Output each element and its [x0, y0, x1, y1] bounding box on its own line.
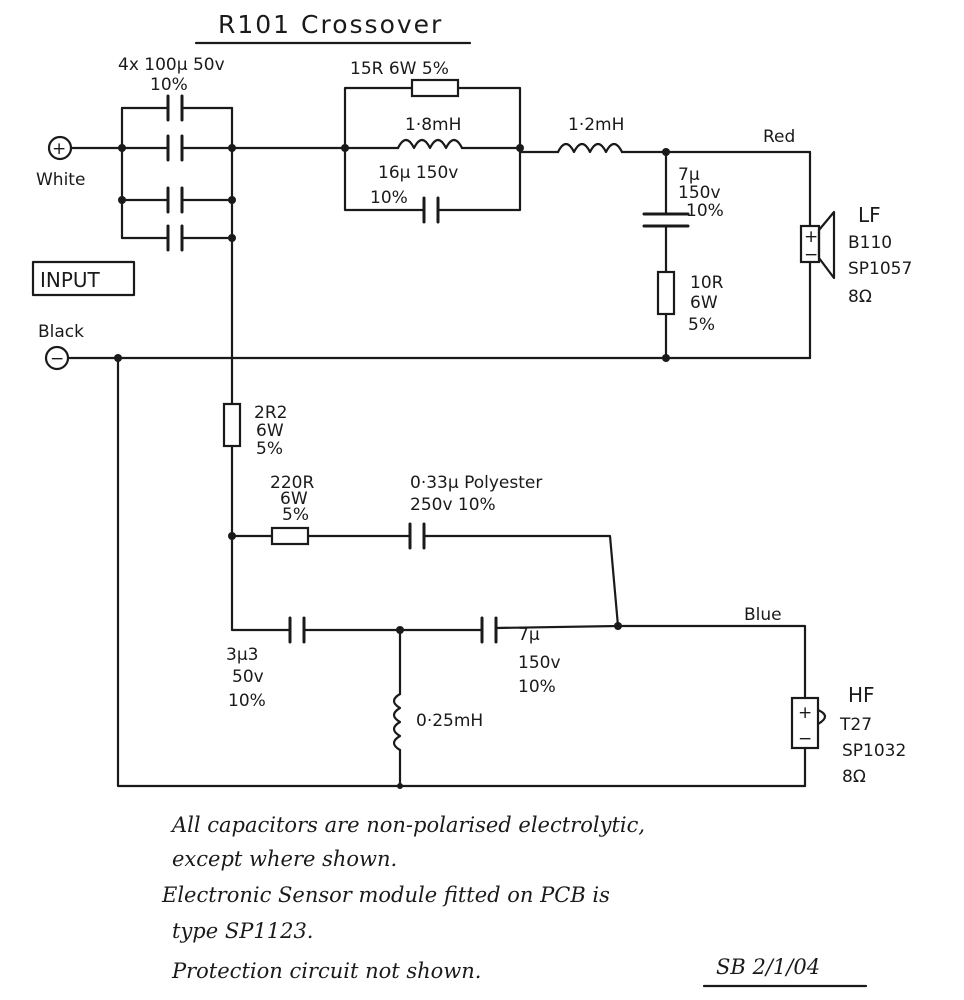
input-caps-label-2: 10% — [150, 75, 188, 95]
resistor-10r-label-2: 6W — [690, 293, 718, 313]
blue-wire-label: Blue — [744, 605, 782, 625]
lf-driver-label-3: SP1057 — [848, 259, 912, 279]
hf-tweeter-icon: + − — [790, 696, 827, 788]
red-wire-label: Red — [763, 127, 795, 147]
signature: SB 2/1/04 — [716, 955, 820, 979]
lf-driver-minus: − — [804, 245, 818, 265]
inductor-1-8mh — [343, 138, 522, 150]
white-wire-label: White — [36, 170, 85, 190]
resistor-2r2-label-2: 6W — [256, 421, 284, 441]
resistor-15r-label: 15R 6W 5% — [350, 59, 449, 79]
capacitor-16u — [343, 146, 522, 224]
junction-dot — [516, 144, 524, 152]
hf-driver-label-3: SP1032 — [842, 741, 906, 761]
hf-driver-label-4: 8Ω — [842, 767, 866, 787]
schematic-title: R101 Crossover — [218, 10, 443, 39]
capacitor-7u-hf-label-3: 10% — [518, 677, 556, 697]
input-caps-label-1: 4x 100µ 50v — [118, 55, 225, 75]
positive-input-terminal: + — [47, 135, 73, 161]
capacitor-3u3-label-2: 50v — [232, 667, 264, 687]
resistor-220r-label-1: 220R — [270, 473, 314, 493]
input-capacitor-bank — [69, 94, 236, 252]
note-line-4: type SP1123. — [172, 919, 313, 943]
black-wire-label: Black — [38, 322, 84, 342]
capacitor-7u-lf — [642, 150, 690, 274]
resistor-2r2-label-3: 5% — [256, 439, 283, 459]
hf-driver-label-2: T27 — [839, 715, 872, 735]
negative-input-terminal: − — [44, 345, 70, 371]
capacitor-7u-lf-label-3: 10% — [686, 201, 724, 221]
svg-text:+: + — [52, 139, 66, 159]
resistor-220r — [230, 526, 412, 546]
lf-driver-plus: + — [804, 227, 818, 247]
capacitor-16u-label-2: 10% — [370, 188, 408, 208]
capacitor-7u-hf-label-1: 7µ — [518, 625, 540, 645]
hf-driver-label-1: HF — [848, 683, 875, 707]
junction-dot — [614, 622, 622, 630]
lf-driver-label-4: 8Ω — [848, 287, 872, 307]
capacitor-7u-hf-label-2: 150v — [518, 653, 561, 673]
capacitor-3u3-label-3: 10% — [228, 691, 266, 711]
resistor-220r-label-3: 5% — [282, 505, 309, 525]
lf-driver-label-1: LF — [858, 203, 881, 227]
capacitor-7u-lf-label-1: 7µ — [678, 165, 700, 185]
junction-dot — [662, 354, 670, 362]
svg-text:INPUT: INPUT — [40, 268, 101, 292]
capacitor-3u3 — [288, 616, 484, 644]
capacitor-3u3-label-1: 3µ3 — [226, 645, 258, 665]
resistor-10r-label-1: 10R — [690, 273, 724, 293]
capacitor-16u-label-1: 16µ 150v — [378, 163, 458, 183]
hf-return-wire — [116, 356, 807, 788]
inductor-025mh — [392, 628, 402, 788]
lf-driver-label-2: B110 — [848, 233, 892, 253]
capacitor-033u — [408, 522, 620, 628]
resistor-2r2-label-1: 2R2 — [254, 403, 287, 423]
resistor-10r-label-3: 5% — [688, 315, 715, 335]
lf-speaker-icon: + − — [799, 150, 836, 360]
inductor-1-8mh-label: 1·8mH — [405, 115, 461, 135]
hf-driver-minus: − — [798, 729, 812, 749]
hf-driver-plus: + — [798, 703, 812, 723]
capacitor-033u-label-1: 0·33µ Polyester — [410, 473, 542, 493]
resistor-220r-label-2: 6W — [280, 489, 308, 509]
hf-branch-wire — [230, 534, 292, 632]
resistor-10r — [656, 270, 676, 360]
note-line-2: except where shown. — [172, 847, 397, 871]
capacitor-033u-label-2: 250v 10% — [410, 495, 496, 515]
note-line-1: All capacitors are non-polarised electro… — [170, 813, 645, 837]
note-line-5: Protection circuit not shown. — [171, 959, 481, 983]
resistor-15r — [343, 78, 522, 150]
input-label-box: INPUT — [31, 260, 136, 297]
capacitor-7u-lf-label-2: 150v — [678, 183, 721, 203]
resistor-2r2 — [222, 402, 242, 538]
inductor-1-2mh-label: 1·2mH — [568, 115, 624, 135]
junction-dot — [397, 783, 403, 789]
capacitor-7u-hf — [480, 616, 807, 700]
inductor-025mh-label: 0·25mH — [416, 711, 483, 731]
note-line-3: Electronic Sensor module fitted on PCB i… — [161, 883, 610, 907]
svg-text:−: − — [50, 349, 64, 369]
junction-dot — [341, 144, 349, 152]
